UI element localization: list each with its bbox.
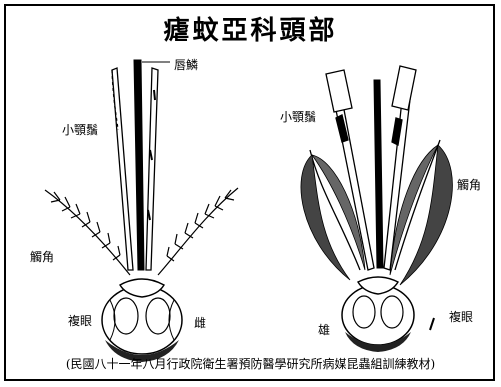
- figure-source-footer: (民國八十一年八月行政院衛生署預防醫學研究所病媒昆蟲組訓練教材): [0, 355, 501, 372]
- female-proboscis: [134, 60, 144, 270]
- male-palps: [326, 66, 416, 270]
- label-antenna-left: 觸角: [30, 248, 54, 265]
- label-eye-left: 複眼: [68, 312, 92, 329]
- label-proboscis: 唇鱗: [174, 56, 198, 73]
- label-male: 雄: [318, 321, 330, 338]
- label-female: 雌: [194, 314, 206, 331]
- male-head-drawing: [301, 66, 452, 352]
- male-proboscis: [374, 80, 383, 268]
- female-antenna-left: [45, 190, 130, 275]
- label-eye-right: 複眼: [449, 308, 473, 325]
- label-antenna-right: 觸角: [457, 176, 481, 193]
- label-palp-left: 小顎鬚: [62, 121, 98, 138]
- female-antenna-right: [158, 188, 238, 275]
- label-palp-right: 小顎鬚: [280, 108, 316, 125]
